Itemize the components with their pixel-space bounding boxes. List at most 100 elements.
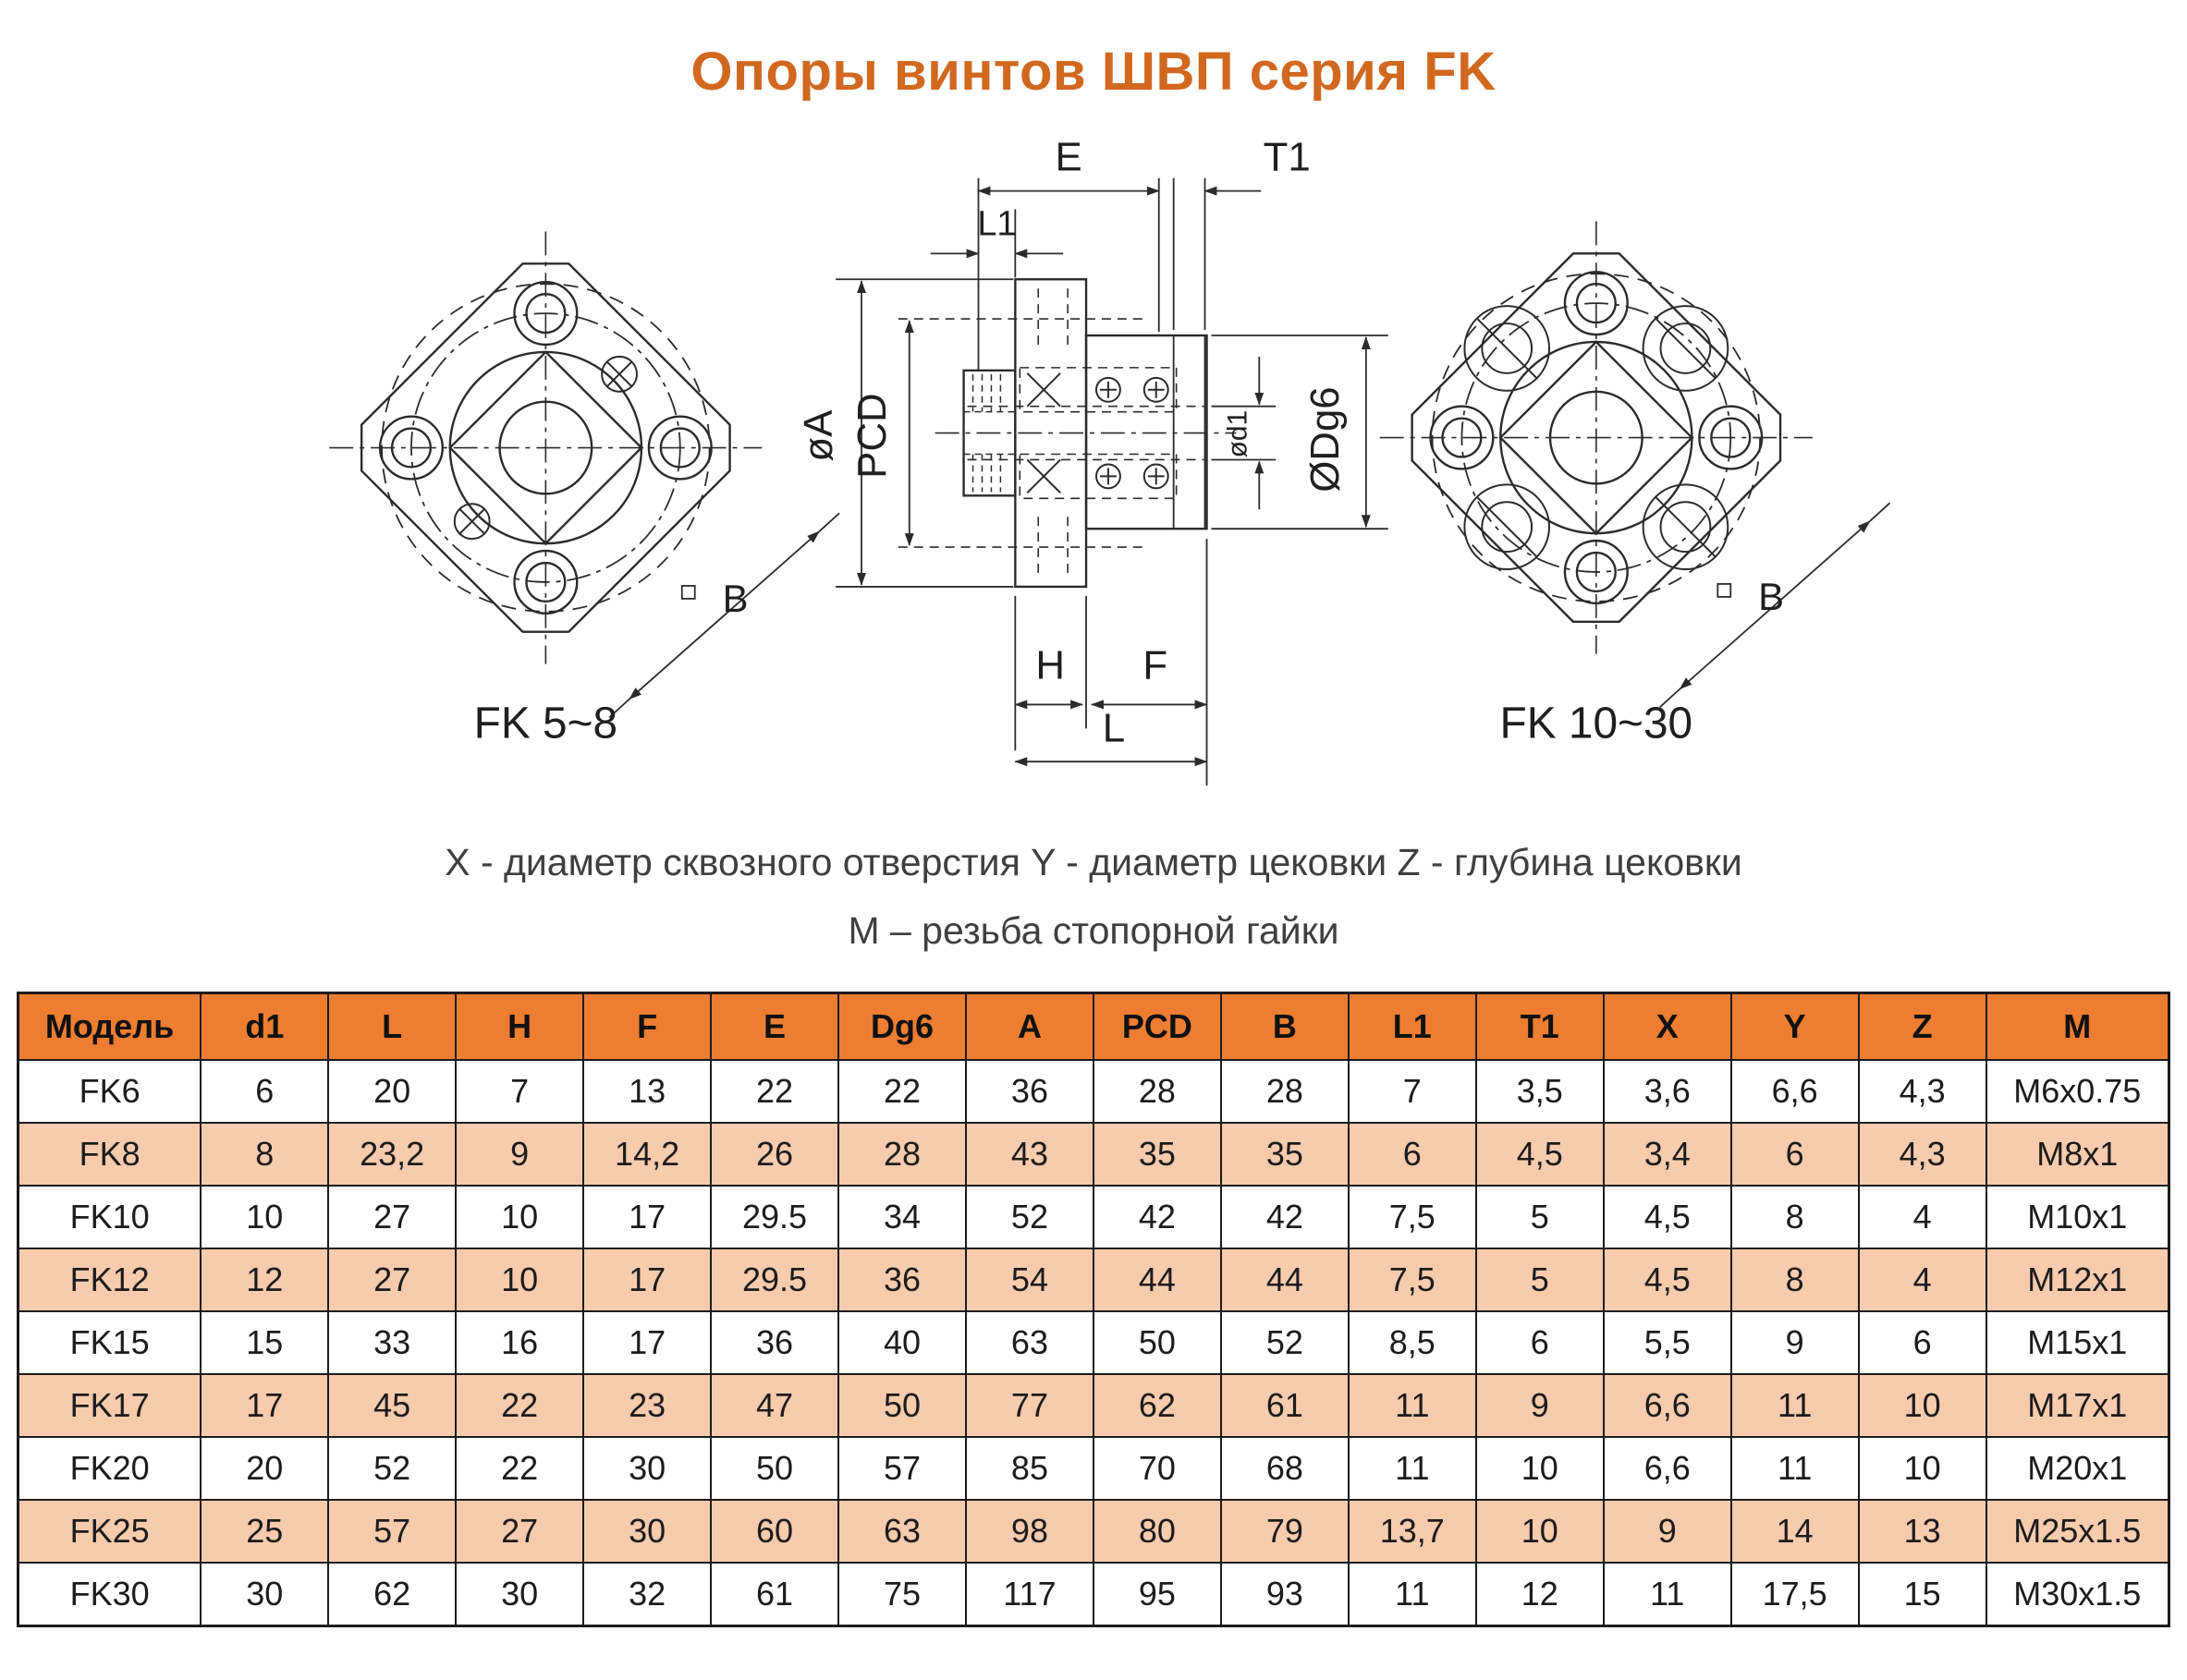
value-cell: 42 — [1219, 1185, 1350, 1249]
caption-left: FK 5~8 — [474, 699, 617, 748]
value-cell: 23,2 — [327, 1122, 458, 1187]
value-cell: 44 — [1219, 1248, 1350, 1312]
value-cell: 6 — [1857, 1310, 1987, 1375]
value-cell: 15 — [200, 1310, 330, 1375]
section-dimension-labels: E T1 L1 øA PCD ød1 ØDg6 H F L — [796, 135, 1348, 751]
value-cell: 54 — [964, 1248, 1094, 1312]
value-cell: 11 — [1729, 1373, 1860, 1438]
column-header: T1 — [1474, 992, 1605, 1061]
value-cell: 10 — [1857, 1373, 1987, 1438]
value-cell: 4,5 — [1602, 1185, 1732, 1249]
note-m: М – резьба стопорной гайки — [848, 909, 1339, 952]
value-cell: 11 — [1602, 1562, 1732, 1627]
value-cell: 79 — [1219, 1499, 1350, 1564]
value-cell: 7 — [455, 1059, 585, 1124]
value-cell: M15x1 — [1985, 1310, 2170, 1375]
value-cell: 9 — [1474, 1373, 1605, 1438]
dim-label-f: F — [1142, 643, 1167, 688]
value-cell: 6,6 — [1602, 1436, 1732, 1501]
value-cell: 35 — [1092, 1122, 1222, 1187]
value-cell: 62 — [1092, 1373, 1222, 1438]
value-cell: 7 — [1347, 1059, 1477, 1124]
value-cell: 10 — [1474, 1436, 1605, 1501]
counterbore-holes — [1463, 305, 1729, 570]
column-header: F — [582, 992, 713, 1061]
value-cell: 6 — [1729, 1122, 1860, 1187]
dim-label-pcd: PCD — [849, 393, 895, 479]
value-cell: 42 — [1092, 1185, 1222, 1249]
value-cell: 10 — [455, 1248, 585, 1312]
value-cell: 17 — [582, 1185, 713, 1249]
value-cell: 12 — [1474, 1562, 1605, 1627]
section-dimensions — [836, 177, 1388, 786]
b-dimension-right — [1658, 502, 1891, 709]
value-cell: 77 — [964, 1373, 1094, 1438]
model-cell: FK8 — [17, 1122, 202, 1187]
value-cell: M12x1 — [1985, 1248, 2170, 1312]
value-cell: 22 — [455, 1373, 585, 1438]
value-cell: 13 — [582, 1059, 713, 1124]
bearing-symbols — [1026, 372, 1169, 494]
value-cell: 17,5 — [1729, 1562, 1860, 1627]
value-cell: 14 — [1729, 1499, 1860, 1564]
model-cell: FK25 — [17, 1499, 202, 1564]
value-cell: 28 — [1219, 1059, 1350, 1124]
column-header: X — [1602, 992, 1732, 1061]
front-view-fk5-8: B FK 5~8 — [329, 231, 840, 748]
value-cell: 57 — [837, 1436, 967, 1501]
value-cell: 3,6 — [1602, 1059, 1732, 1124]
value-cell: 5 — [1474, 1248, 1605, 1312]
value-cell: 11 — [1729, 1436, 1860, 1501]
square-symbol — [1717, 583, 1732, 598]
value-cell: 23 — [582, 1373, 713, 1438]
value-cell: 80 — [1092, 1499, 1222, 1564]
value-cell: 28 — [837, 1122, 967, 1187]
column-header: PCD — [1092, 992, 1222, 1061]
value-cell: 4,5 — [1474, 1122, 1605, 1187]
value-cell: 36 — [710, 1310, 840, 1375]
value-cell: 8 — [1729, 1248, 1860, 1312]
column-header: A — [964, 992, 1094, 1061]
value-cell: 16 — [455, 1310, 585, 1375]
value-cell: 11 — [1347, 1562, 1477, 1627]
value-cell: 85 — [964, 1436, 1094, 1501]
value-cell: M6x0.75 — [1985, 1059, 2170, 1124]
section-view — [898, 278, 1237, 589]
value-cell: 14,2 — [582, 1122, 713, 1187]
value-cell: 7,5 — [1347, 1248, 1477, 1312]
value-cell: 28 — [1092, 1059, 1222, 1124]
value-cell: 29.5 — [710, 1248, 840, 1312]
dim-label-dia-dg6: ØDg6 — [1302, 386, 1348, 492]
value-cell: 30 — [582, 1436, 713, 1501]
value-cell: 52 — [964, 1185, 1094, 1249]
value-cell: 117 — [964, 1562, 1094, 1627]
value-cell: 11 — [1347, 1436, 1477, 1501]
value-cell: 52 — [1219, 1310, 1350, 1375]
value-cell: 22 — [455, 1436, 585, 1501]
model-cell: FK10 — [17, 1185, 202, 1249]
value-cell: 62 — [327, 1562, 458, 1627]
front-view-fk10-30: B FK 10~30 — [1379, 221, 1891, 748]
value-cell: 3,4 — [1602, 1122, 1732, 1187]
b-dimension-left — [608, 512, 840, 719]
column-header: Модель — [17, 992, 202, 1061]
value-cell: 22 — [710, 1059, 840, 1124]
value-cell: 6 — [200, 1059, 330, 1124]
value-cell: 4,5 — [1602, 1248, 1732, 1312]
value-cell: 10 — [200, 1185, 330, 1249]
column-header: L — [327, 992, 458, 1061]
column-header: Z — [1857, 992, 1987, 1061]
dim-label-dia-d1: ød1 — [1222, 410, 1252, 457]
bolt-holes — [378, 281, 713, 615]
value-cell: M10x1 — [1985, 1185, 2170, 1249]
model-cell: FK6 — [17, 1059, 202, 1124]
value-cell: 6,6 — [1602, 1373, 1732, 1438]
value-cell: 50 — [710, 1436, 840, 1501]
